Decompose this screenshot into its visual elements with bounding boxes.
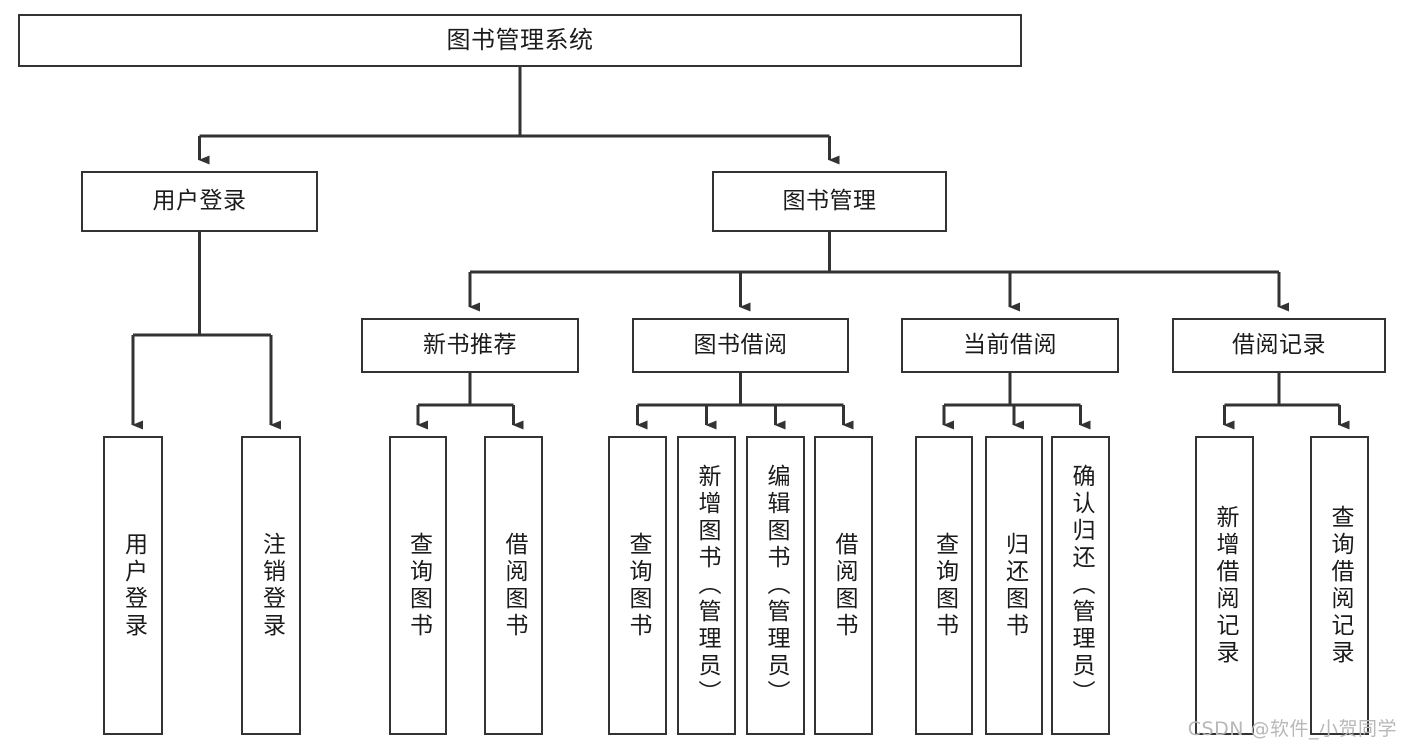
node-label: 图书管理系统 [446,26,594,55]
node-leaf-edit-book[interactable]: 编辑图书（管理员） [746,436,805,735]
node-label: 归还图书 [1001,531,1028,640]
node-label: 查询图书 [625,531,651,640]
node-current-borrow[interactable]: 当前借阅 [901,318,1119,373]
node-label: 查询图书 [405,531,432,640]
node-leaf-query-book-2[interactable]: 查询图书 [608,436,667,735]
node-label: 图书管理 [782,187,877,214]
node-borrow-record[interactable]: 借阅记录 [1172,318,1386,373]
node-label: 查询借阅记录 [1327,504,1353,667]
node-book-manage[interactable]: 图书管理 [712,171,947,232]
node-leaf-logout[interactable]: 注销登录 [241,436,301,735]
node-label: 注销登录 [258,531,285,640]
node-label: 新书推荐 [423,331,517,358]
node-label: 借阅图书 [831,531,857,640]
node-leaf-borrow-book-2[interactable]: 借阅图书 [814,436,873,735]
node-label: 新增借阅记录 [1212,504,1238,667]
node-label: 借阅图书 [501,531,527,640]
node-leaf-add-book[interactable]: 新增图书（管理员） [677,436,736,735]
node-leaf-borrow-book-1[interactable]: 借阅图书 [484,436,543,735]
node-label: 确认归还（管理员） [1068,464,1094,707]
node-label: 用户登录 [120,531,147,640]
node-label: 图书借阅 [693,331,788,358]
node-label: 用户登录 [152,187,247,214]
node-user-login[interactable]: 用户登录 [81,171,318,232]
node-book-borrow[interactable]: 图书借阅 [632,318,849,373]
node-leaf-query-record[interactable]: 查询借阅记录 [1310,436,1369,735]
node-root[interactable]: 图书管理系统 [18,14,1022,67]
node-label: 新增图书（管理员） [694,464,720,707]
node-label: 当前借阅 [963,331,1057,358]
node-label: 编辑图书（管理员） [763,464,789,707]
node-leaf-add-record[interactable]: 新增借阅记录 [1195,436,1254,735]
node-label: 查询图书 [931,531,958,640]
node-leaf-confirm-ret[interactable]: 确认归还（管理员） [1051,436,1110,735]
node-leaf-query-book-3[interactable]: 查询图书 [915,436,973,735]
node-label: 借阅记录 [1232,331,1326,358]
node-leaf-return-book[interactable]: 归还图书 [985,436,1043,735]
node-leaf-query-book-1[interactable]: 查询图书 [389,436,447,735]
node-new-book-rec[interactable]: 新书推荐 [361,318,579,373]
node-leaf-user-login[interactable]: 用户登录 [103,436,163,735]
